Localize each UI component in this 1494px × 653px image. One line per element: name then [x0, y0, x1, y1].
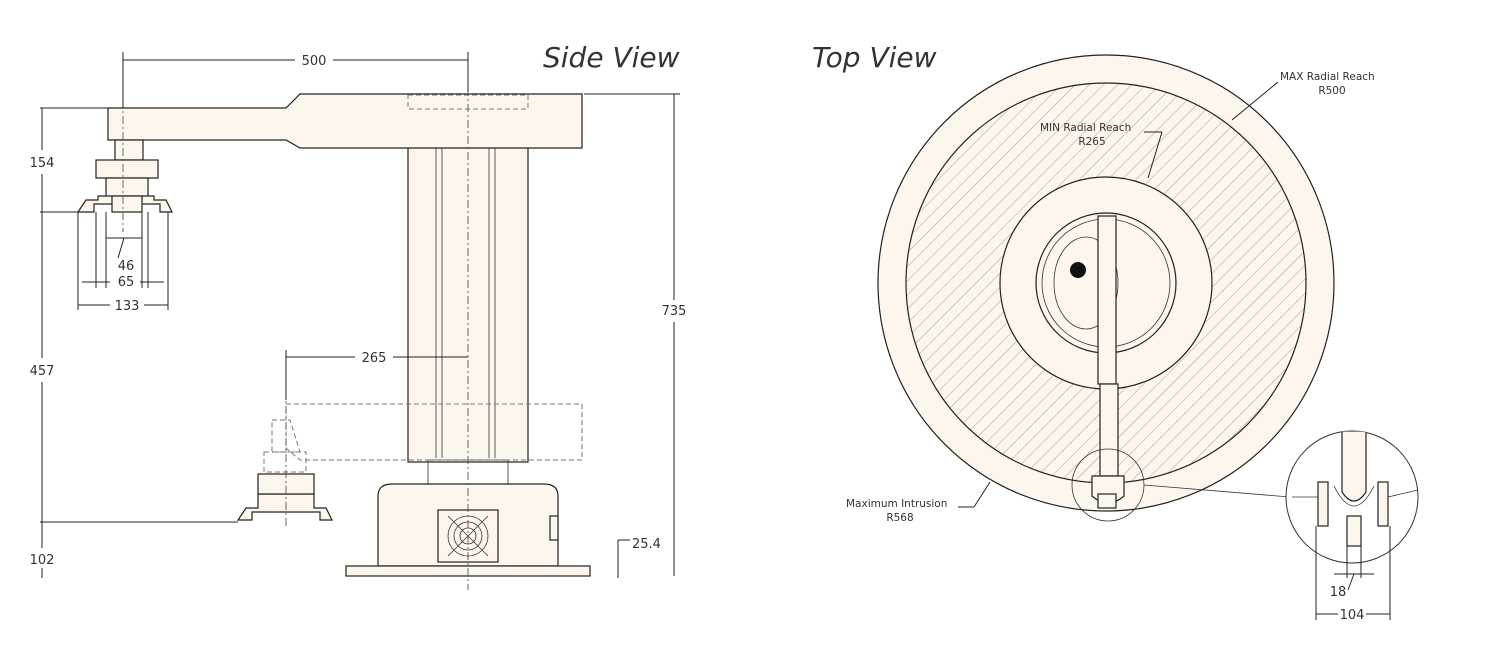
dim-gripper: 46 65 133: [77, 212, 169, 314]
max-reach-label: MAX Radial Reach: [1280, 71, 1375, 83]
detail-dim-wide-label: 104: [1340, 608, 1365, 623]
min-reach-annotation: MIN Radial Reach R265: [1040, 122, 1163, 179]
dim-gripper-c-label: 133: [115, 299, 140, 314]
dim-height-base-label: 102: [30, 553, 55, 568]
detail-view: 18 104: [1285, 430, 1419, 623]
dim-total-height: 735: [584, 93, 687, 576]
side-view: Side View: [30, 41, 687, 590]
mounting-dot: [1070, 262, 1086, 278]
min-reach-value: R265: [1078, 136, 1105, 148]
dim-gripper-a-label: 46: [118, 259, 135, 274]
detail-dim-small-label: 18: [1330, 585, 1347, 600]
intrusion-annotation: Maximum Intrusion R568: [846, 481, 991, 524]
min-reach-label: MIN Radial Reach: [1040, 122, 1131, 134]
intrusion-label: Maximum Intrusion: [846, 498, 947, 510]
intrusion-value: R568: [886, 512, 913, 524]
dim-foot-label: 25.4: [632, 537, 661, 552]
upper-arm: [107, 93, 583, 149]
top-view: Top View MAX Radial Reach R500: [812, 41, 1419, 623]
dim-gripper-b-label: 65: [118, 275, 135, 290]
arm-top: [1091, 215, 1125, 509]
robot-base: [345, 483, 591, 577]
dim-left-heights: 154 457 102: [30, 107, 238, 578]
dim-min-reach: 265: [285, 350, 468, 400]
dim-foot: 25.4: [617, 537, 661, 578]
dim-min-reach-label: 265: [362, 351, 387, 366]
dim-height-mid-label: 457: [30, 364, 55, 379]
dim-total-height-label: 735: [662, 304, 687, 319]
side-view-title: Side View: [543, 41, 680, 74]
max-reach-annotation: MAX Radial Reach R500: [1231, 71, 1375, 121]
dim-height-top-label: 154: [30, 156, 55, 171]
dim-reach-label: 500: [302, 54, 327, 69]
gripper-max-reach: [76, 139, 173, 213]
max-reach-value: R500: [1318, 85, 1345, 97]
top-view-title: Top View: [812, 41, 937, 74]
dim-reach: 500: [122, 52, 469, 108]
